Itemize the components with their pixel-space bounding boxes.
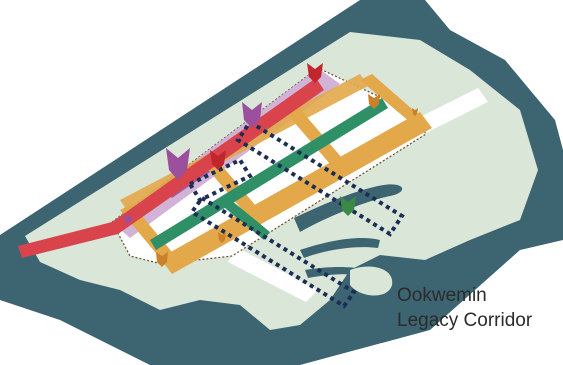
purple-marker-icon: [166, 148, 190, 180]
legacy-corridor-outline: [187, 119, 405, 309]
orange-marker-icon: [218, 232, 226, 243]
green-marker-icon: [340, 196, 356, 216]
red-marker-icon: [210, 150, 226, 170]
green-corridor: [150, 98, 388, 250]
markers: [124, 63, 418, 267]
orange-marker-icon: [156, 252, 168, 267]
green-corridor-spur: [220, 196, 270, 240]
label-line-2: Legacy Corridor: [397, 310, 533, 331]
red-corridor: [18, 78, 324, 258]
road-east: [410, 88, 488, 136]
red-marker-icon: [307, 63, 323, 83]
road-south: [228, 248, 318, 302]
legacy-corridor-label: Ookwemin Legacy Corridor: [397, 283, 532, 333]
river-branch: [300, 238, 380, 258]
orange-marker-icon: [412, 108, 418, 116]
island: [350, 266, 393, 296]
orange-marker-icon: [368, 94, 380, 109]
purple-marker-icon: [124, 214, 132, 224]
purple-marker-icon: [242, 102, 262, 128]
label-line-1: Ookwemin: [397, 285, 487, 306]
